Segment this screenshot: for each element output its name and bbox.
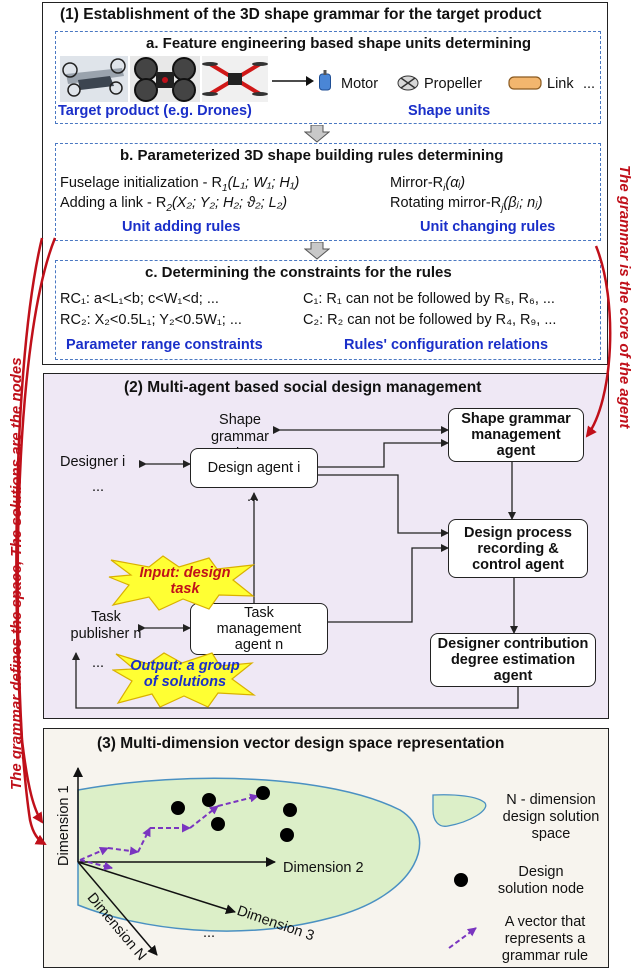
constraint-c2: C₂: R₂ can not be followed by R₄, R₉, ..… (303, 312, 557, 328)
dimension-2-label: Dimension 2 (283, 860, 364, 876)
drone-image-3 (202, 56, 268, 102)
section1-a-title: a. Feature engineering based shape units… (146, 35, 532, 52)
legend-node-label: Design solution node (497, 864, 585, 897)
drone-image-2 (130, 56, 200, 102)
rule-mirror: Mirror-Ri(αᵢ) (390, 175, 466, 194)
param-range-label: Parameter range constraints (66, 337, 263, 353)
input-design-task: Input: design task (139, 565, 231, 597)
design-agent-box: Design agent i (190, 448, 318, 488)
target-product-label: Target product (e.g. Drones) (58, 103, 252, 119)
drone-image-1 (60, 56, 128, 102)
legend-vector-label: A vector that represents a grammar rule (501, 914, 589, 964)
legend-vector-arrow (448, 927, 477, 949)
rule-adding-link: Adding a link - R2(X₂; Y₂; H₂; ϑ₂; L₂) (60, 195, 288, 214)
section1-c-title: c. Determining the constraints for the r… (145, 264, 452, 281)
task-management-agent-box: Task management agent n (190, 603, 328, 655)
section3-title: (3) Multi-dimension vector design space … (97, 735, 505, 752)
task-publisher-n: Task publisher n (70, 609, 142, 642)
link-icon (508, 76, 542, 90)
constraint-c1: C₁: R₁ can not be followed by R₅, R₆, ..… (303, 291, 555, 307)
designer-contribution-agent-box: Designer contribution degree estimation … (430, 633, 596, 687)
output-group-of-solutions: Output: a group of solutions (130, 658, 240, 690)
design-agent-ellipsis: ... (247, 489, 260, 505)
section2-title: (2) Multi-agent based social design mana… (124, 379, 482, 396)
designer-i: Designer i (60, 454, 126, 470)
propeller-label: Propeller (424, 76, 483, 92)
constraint-rc1: RC₁: a<L₁<b; c<W₁<d; ... (60, 291, 219, 307)
propeller-icon (397, 75, 419, 91)
design-process-agent-box: Design process recording & control agent (448, 519, 588, 578)
output-star-shape (112, 652, 256, 708)
arrow-right-icon (272, 76, 314, 86)
section1-title: (1) Establishment of the 3D shape gramma… (60, 6, 542, 23)
publisher-ellipsis: ... (92, 655, 105, 671)
link-label: Link (547, 76, 574, 92)
rule-fuselage-init: Fuselage initialization - R1(L₁; W₁; H₁) (60, 175, 300, 194)
side-label-right: The grammar is the core of the agent (616, 165, 633, 429)
shape-units-label: Shape units (408, 103, 491, 119)
legend-space-label: N - dimension design solution space (502, 792, 600, 842)
flow-arrow-a-b (304, 125, 330, 143)
legend-node-dot (454, 873, 468, 887)
section1-panel (42, 2, 608, 365)
unit-adding-rules-label: Unit adding rules (122, 219, 241, 235)
section1-c-box (55, 260, 601, 360)
flow-arrow-b-c (304, 242, 330, 260)
rule-rotating-mirror: Rotating mirror-Rj(βⱼ; nⱼ) (390, 195, 543, 214)
shape-grammar-management-agent-box: Shape grammar management agent (448, 408, 584, 462)
section1-a-box (55, 31, 601, 124)
solution-space-region (77, 777, 421, 932)
motor-icon (319, 70, 331, 91)
constraint-rc2: RC₂: X₂<0.5L₁; Y₂<0.5W₁; ... (60, 312, 242, 328)
legend-space-swatch (432, 794, 487, 827)
shape-units-ellipsis: ... (583, 76, 596, 92)
section1-b-box (55, 143, 601, 241)
side-label-left: The grammar defines the space, The solut… (8, 357, 25, 790)
dimension-ellipsis: ... (203, 925, 216, 941)
section1-b-title: b. Parameterized 3D shape building rules… (120, 147, 504, 164)
designer-ellipsis: ... (92, 479, 105, 495)
input-star-shape (108, 555, 256, 611)
config-relations-label: Rules' configuration relations (344, 337, 549, 353)
unit-changing-rules-label: Unit changing rules (420, 219, 556, 235)
motor-label: Motor (341, 76, 379, 92)
